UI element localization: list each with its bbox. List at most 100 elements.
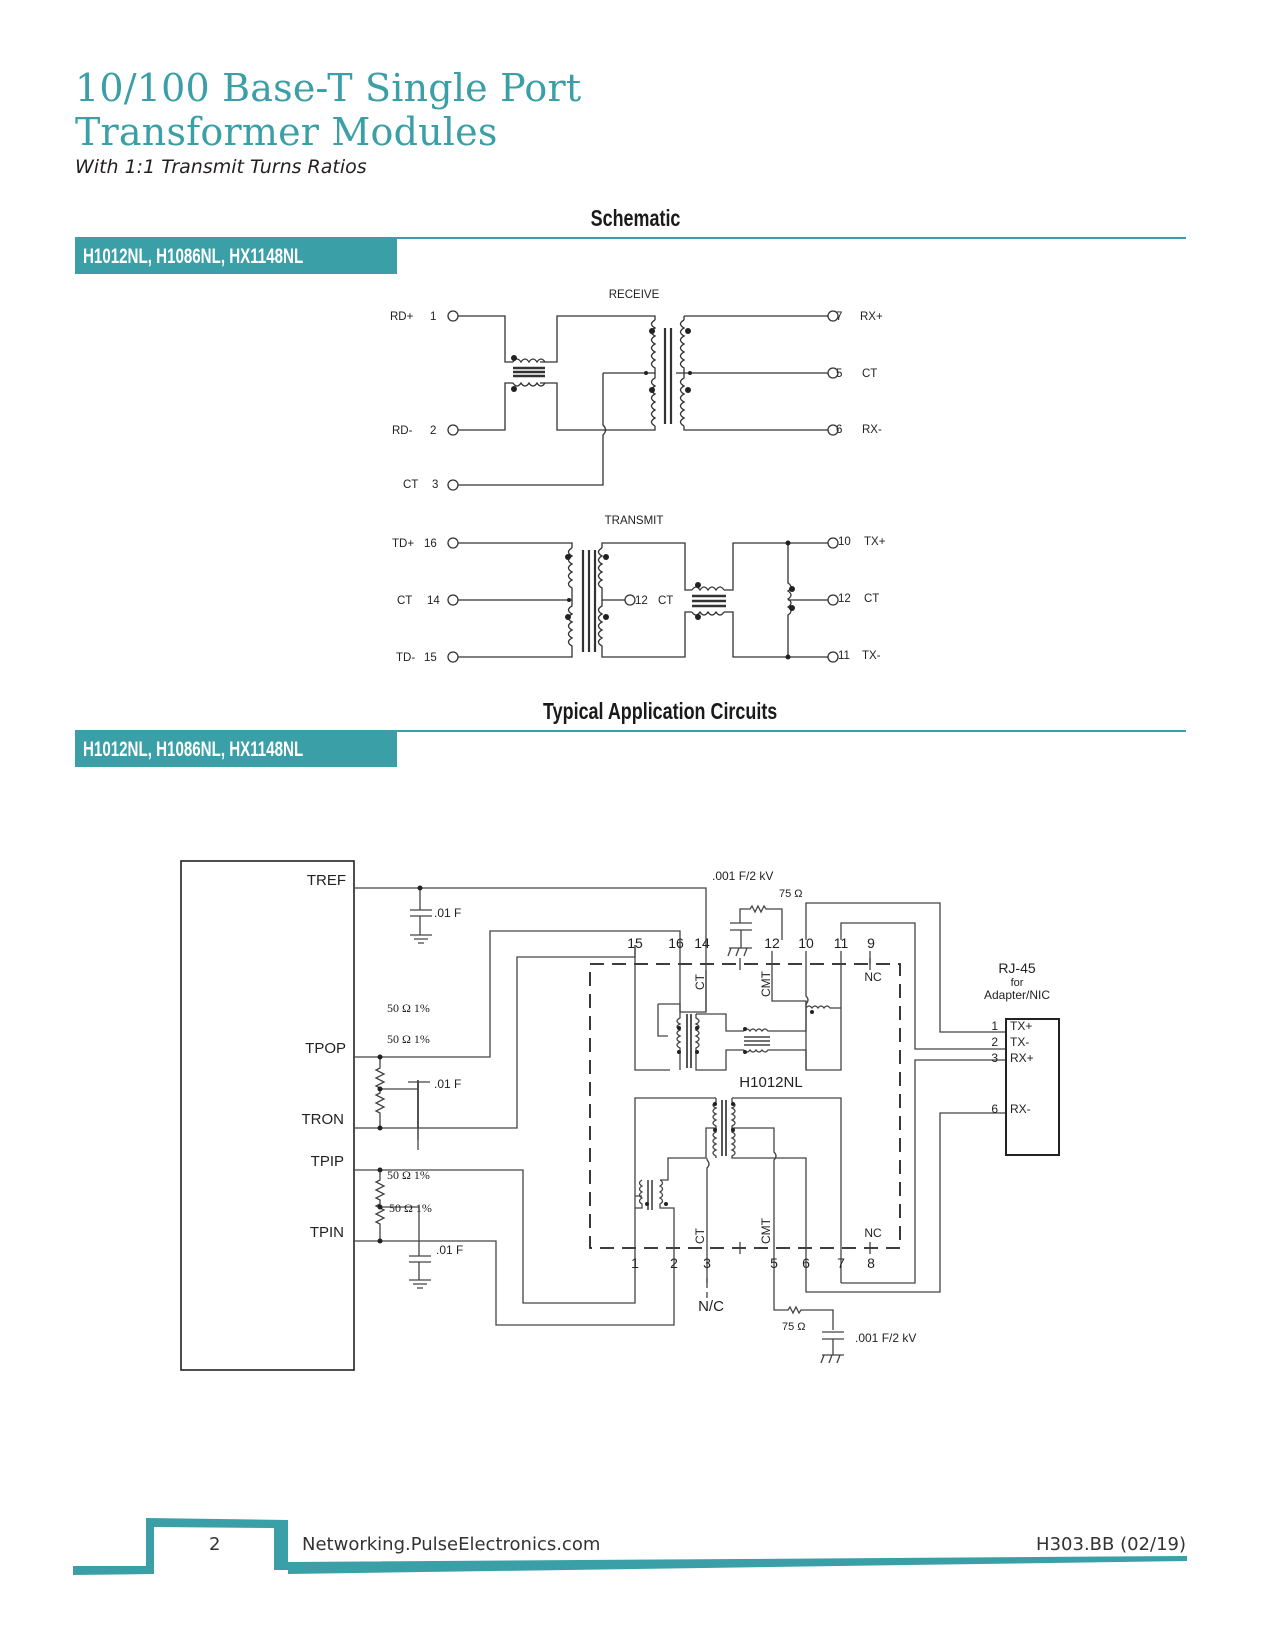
pin-number: 2 xyxy=(430,425,436,437)
resistor-75-value: 75 Ω xyxy=(782,1321,806,1333)
terminal xyxy=(827,537,839,549)
ic-pin-label: TPIN xyxy=(310,1224,344,1241)
hv-capacitor-value: .001 F/2 kV xyxy=(712,869,773,883)
module-boundary xyxy=(589,963,901,1249)
terminal xyxy=(447,651,459,663)
receive-label: RECEIVE xyxy=(609,289,660,301)
module-pin-number: 15 xyxy=(627,935,643,951)
rj45-pin-name: TX+ xyxy=(1010,1019,1032,1033)
pin-number: 12 xyxy=(838,593,851,605)
title-line-2: Transformer Modules xyxy=(75,110,498,154)
rj45-pin-name: RX- xyxy=(1010,1102,1031,1116)
capacitor-value: .01 F xyxy=(436,1243,463,1257)
pin-name: TX- xyxy=(862,650,881,662)
terminal xyxy=(827,594,839,606)
pin-name: TD- xyxy=(396,652,415,664)
pin-number: 12 xyxy=(635,595,648,607)
pin-number: 3 xyxy=(432,479,438,491)
pin-name: CT xyxy=(397,595,412,607)
capacitor-value: .01 F xyxy=(434,1077,461,1091)
module-pin-number: 5 xyxy=(770,1255,778,1271)
pin-name: CT xyxy=(862,368,877,380)
terminal xyxy=(827,651,839,663)
pin-name: CT xyxy=(403,479,418,491)
pin-number: 6 xyxy=(836,424,842,436)
capacitor-value: .01 F xyxy=(434,906,461,920)
footer-accent-bar xyxy=(73,1518,1187,1575)
rj45-pin-name: RX+ xyxy=(1010,1051,1034,1065)
pin-name: RD+ xyxy=(390,311,414,323)
application-circuit xyxy=(180,860,1060,1371)
terminal xyxy=(624,594,636,606)
pin-number: 11 xyxy=(838,650,850,662)
resistor-value: 50 Ω 1% xyxy=(389,1201,432,1215)
module-pin-number: 7 xyxy=(837,1255,845,1271)
pin-number: 14 xyxy=(427,595,440,607)
ct-label: CT xyxy=(693,1227,707,1244)
rj45-pin-number: 3 xyxy=(991,1051,998,1065)
module-pin-number: 14 xyxy=(694,935,710,951)
pin-name: CT xyxy=(864,593,879,605)
pin-name: TX+ xyxy=(864,536,886,548)
terminal xyxy=(447,424,459,436)
cmt-label: CMT xyxy=(759,1217,773,1244)
module-pin-number: 3 xyxy=(703,1255,711,1271)
receive-circuit xyxy=(447,310,839,491)
pin-number: 5 xyxy=(836,368,842,380)
no-connect-label: N/C xyxy=(698,1298,724,1315)
module-pin-number: 11 xyxy=(834,935,849,951)
module-name: H1012NL xyxy=(739,1074,802,1091)
pin-number: 7 xyxy=(836,311,842,323)
page-subtitle: With 1:1 Transmit Turns Ratios xyxy=(75,156,367,178)
rj45-subtitle: Adapter/NIC xyxy=(984,988,1050,1002)
resistor-value: 50 Ω 1% xyxy=(387,1168,430,1182)
transmit-circuit xyxy=(447,537,839,663)
module-pin-number: 2 xyxy=(670,1255,678,1271)
module-pin-number: 16 xyxy=(668,935,684,951)
module-pin-number: 8 xyxy=(867,1255,875,1271)
rj45-pin-number: 6 xyxy=(991,1102,998,1116)
resistor-value: 50 Ω 1% xyxy=(387,1032,430,1046)
rj45-title: RJ-45 xyxy=(998,960,1036,976)
page-title: 10/100 Base-T Single Port Transformer Mo… xyxy=(75,66,581,154)
rj45-connector-box xyxy=(1005,1018,1060,1156)
document-code: H303.BB (02/19) xyxy=(1036,1534,1186,1555)
schematic-section-title: Schematic xyxy=(590,205,681,231)
application-section-title: Typical Application Circuits xyxy=(543,698,778,724)
part-number-tag: H1012NL, H1086NL, HX1148NL xyxy=(75,732,397,767)
ic-pin-label: TPOP xyxy=(305,1040,346,1057)
pin-name: CT xyxy=(658,595,673,607)
module-pin-number: 6 xyxy=(802,1255,810,1271)
section-rule xyxy=(75,237,1186,239)
transmit-label: TRANSMIT xyxy=(605,515,664,527)
rj45-pin-number: 2 xyxy=(991,1035,998,1049)
pin-number: 10 xyxy=(838,536,851,548)
rj45-for: for xyxy=(1011,977,1024,989)
pin-number: 15 xyxy=(424,652,437,664)
module-pin-number: 10 xyxy=(798,935,814,951)
nc-label: NC xyxy=(864,1226,882,1240)
website-link[interactable]: Networking.PulseElectronics.com xyxy=(302,1534,601,1555)
page-number: 2 xyxy=(209,1534,221,1555)
resistor-75-value: 75 Ω xyxy=(779,888,803,900)
pin-name: RX- xyxy=(862,424,882,436)
module-pin-number: 1 xyxy=(631,1255,639,1271)
terminal xyxy=(447,479,459,491)
nc-label: NC xyxy=(864,970,882,984)
section-rule xyxy=(75,730,1186,732)
pin-name: RD- xyxy=(392,425,413,437)
pin-number: 16 xyxy=(424,538,437,550)
pin-name: RX+ xyxy=(860,311,883,323)
pin-name: TD+ xyxy=(392,538,414,550)
terminal xyxy=(447,310,459,322)
part-number-tag: H1012NL, H1086NL, HX1148NL xyxy=(75,239,397,274)
rj45-pin-name: TX- xyxy=(1010,1035,1029,1049)
module-pin-number: 9 xyxy=(867,935,875,951)
title-line-1: 10/100 Base-T Single Port xyxy=(75,66,582,110)
cmt-label: CMT xyxy=(759,970,773,997)
ic-pin-label: TREF xyxy=(307,872,346,889)
ct-label: CT xyxy=(693,973,707,990)
rj45-pin-number: 1 xyxy=(991,1019,998,1033)
resistor-value: 50 Ω 1% xyxy=(387,1001,430,1015)
